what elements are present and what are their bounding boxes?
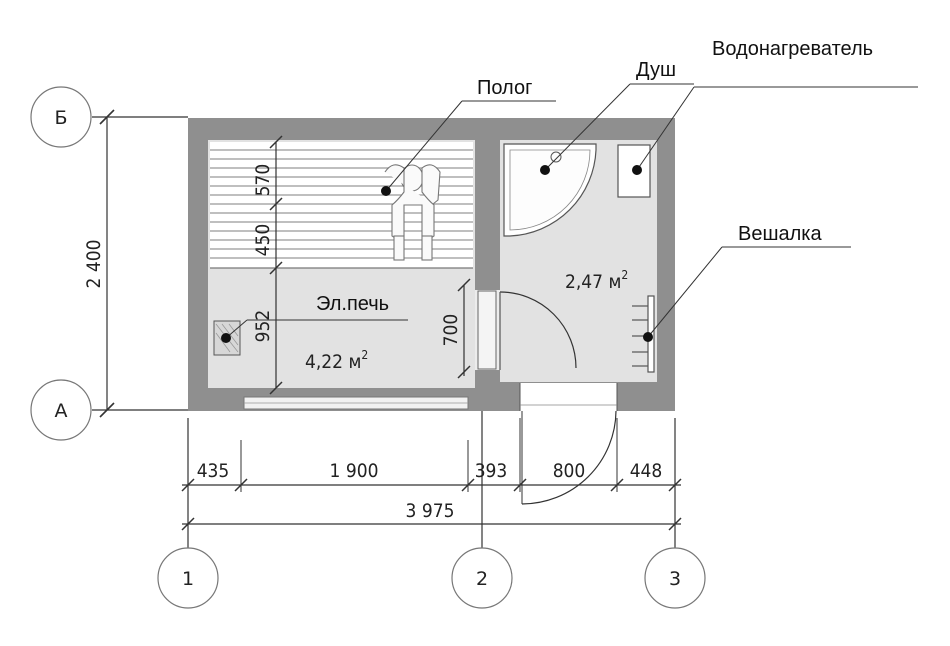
callout-veshalka: Вешалка <box>643 223 851 342</box>
svg-text:Водонагреватель: Водонагреватель <box>712 38 873 60</box>
dim-bench-chain: 570 450 952 <box>252 135 283 395</box>
dim-width-chain: 435 1 900 393 800 448 <box>181 418 682 492</box>
wash-room-area: 2,47 м2 <box>565 268 628 293</box>
svg-text:А: А <box>55 400 68 422</box>
svg-text:2 400: 2 400 <box>83 240 105 289</box>
door-frame <box>477 290 497 370</box>
svg-text:952: 952 <box>252 310 274 343</box>
person-figure <box>384 164 441 261</box>
svg-text:3 975: 3 975 <box>406 500 455 522</box>
svg-text:800: 800 <box>553 460 586 482</box>
svg-text:570: 570 <box>252 164 274 197</box>
svg-text:2: 2 <box>476 568 488 590</box>
axis-bubble-b: Б <box>30 86 92 148</box>
svg-text:3: 3 <box>669 568 681 590</box>
steam-room-area: 4,22 м2 <box>305 348 368 373</box>
entrance-door-swing <box>521 410 617 505</box>
svg-text:435: 435 <box>197 460 230 482</box>
svg-text:393: 393 <box>475 460 508 482</box>
callout-vodonagrevatel: Водонагреватель <box>632 38 918 175</box>
svg-text:1: 1 <box>182 568 194 590</box>
axis-bubble-1: 1 <box>157 547 219 609</box>
dim-door: 700 <box>440 278 471 379</box>
axis-bubble-2: 2 <box>451 547 513 609</box>
entrance-opening <box>520 383 617 411</box>
svg-text:450: 450 <box>252 224 274 257</box>
svg-text:Полог: Полог <box>477 77 532 99</box>
callout-dush: Душ <box>540 59 694 175</box>
dim-width-total: 3 975 <box>181 500 682 531</box>
dim-height-total: 2 400 <box>83 109 115 418</box>
axis-bubble-3: 3 <box>644 547 706 609</box>
internal-door-swing <box>499 291 577 369</box>
svg-text:448: 448 <box>630 460 663 482</box>
svg-text:700: 700 <box>440 314 462 347</box>
svg-text:Вешалка: Вешалка <box>738 223 822 245</box>
svg-text:1 900: 1 900 <box>330 460 379 482</box>
svg-text:Б: Б <box>54 107 67 129</box>
callout-polog: Полог <box>381 77 556 196</box>
svg-text:Эл.печь: Эл.печь <box>316 293 389 315</box>
callout-pech: Эл.печь <box>221 293 408 343</box>
axis-bubble-a: А <box>30 379 92 441</box>
shower-tray <box>503 143 597 237</box>
svg-text:Душ: Душ <box>636 59 676 81</box>
